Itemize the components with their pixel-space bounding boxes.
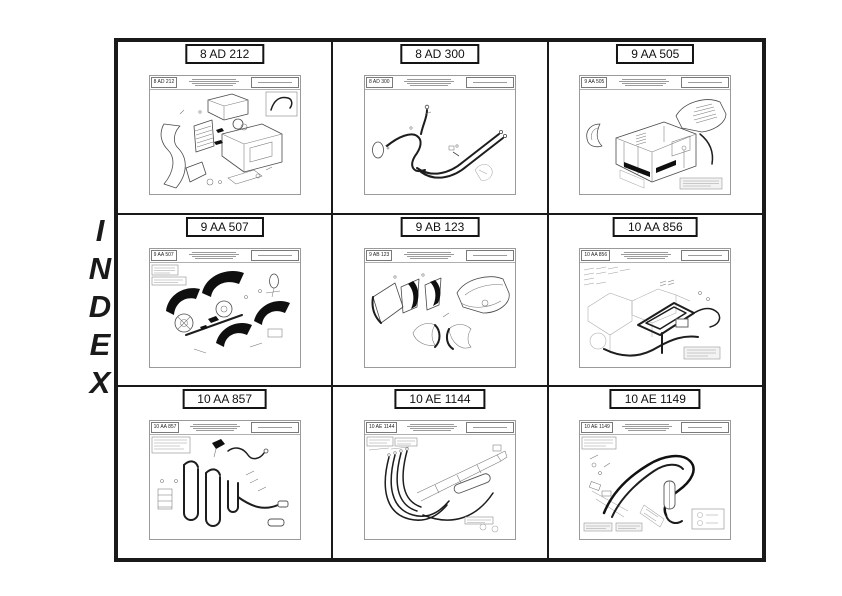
thumbnail-code-box: 9 AA 507 [150,249,177,261]
thumbnail-ref-box [681,422,730,434]
heater-assembly-diagram [160,91,297,189]
hose-routing-diagram [372,104,507,181]
diagram-thumbnail[interactable]: 9 AA 505 [579,75,732,195]
cell-label: 10 AE 1144 [394,389,486,410]
index-cell-8-ad-212[interactable]: 8 AD 212 8 AD 212 [117,41,333,214]
thumbnail-description-lines [611,249,680,262]
index-cell-9-aa-507[interactable]: 9 AA 507 9 AA 507 [117,213,333,387]
cell-label: 10 AA 857 [182,389,268,410]
thumbnail-code-box: 10 AE 1149 [581,422,613,434]
index-cell-10-aa-856[interactable]: 10 AA 856 10 AA 856 [547,213,763,387]
diagram-thumbnail[interactable]: 9 AB 123 [363,247,516,368]
index-cell-10-ae-1144[interactable]: 10 AE 1144 10 AE 1144 [332,386,548,559]
cell-label: 8 AD 212 [184,44,265,64]
thumbnail-header: 10 AA 857 [149,421,300,436]
thumbnail-header: 9 AB 123 [364,249,515,263]
diagram-thumbnail[interactable]: 10 AA 856 [579,247,732,368]
cab-hood-diagram [586,99,727,190]
hydraulic-lines-diagram [584,266,721,359]
thumbnail-code-box: 8 AD 300 [365,77,393,88]
index-cell-9-aa-505[interactable]: 9 AA 505 9 AA 505 [547,41,763,214]
thumbnail-code-box: 10 AE 1144 [365,422,398,434]
index-cell-10-aa-857[interactable]: 10 AA 857 10 AA 857 [117,386,333,559]
thumbnail-header: 10 AE 1144 [364,421,515,436]
thumbnail-description-lines [180,421,249,434]
thumbnail-description-lines [178,249,250,262]
thumbnail-ref-box [465,422,514,434]
index-letter: D [88,289,112,324]
thumbnail-code-box: 10 AA 856 [581,249,611,261]
cell-label: 9 AA 505 [616,44,695,64]
index-grid: 8 AD 212 8 AD 212 [114,38,766,562]
thumbnail-description-lines [394,76,465,89]
index-letter: N [88,251,112,286]
index-letter: I [95,213,105,248]
index-title: I N D E X [82,212,118,402]
thumbnail-code-box: 9 AA 505 [581,77,608,88]
thumbnail-ref-box [465,77,514,88]
diagram-thumbnail[interactable]: 10 AE 1144 [363,420,516,541]
cell-label: 9 AA 507 [185,216,264,237]
thumbnail-ref-box [681,77,730,88]
thumbnail-ref-box [250,77,299,88]
backhoe-hydraulics-diagram [582,437,725,532]
hydraulic-hoses-diagram [151,437,289,528]
index-cell-8-ad-300[interactable]: 8 AD 300 8 AD 300 [332,41,548,214]
thumbnail-code-box: 8 AD 212 [150,77,178,88]
cell-label: 10 AE 1149 [609,389,701,410]
thumbnail-ref-box [250,249,299,261]
index-cell-9-ab-123[interactable]: 9 AB 123 9 AB 123 [332,213,548,387]
thumbnail-description-lines [178,76,249,89]
diagram-thumbnail[interactable]: 8 AD 300 [363,75,516,195]
index-letter: X [89,365,111,400]
diagram-thumbnail[interactable]: 8 AD 212 [148,75,301,195]
diagram-thumbnail[interactable]: 9 AA 507 [148,247,301,368]
diagram-thumbnail[interactable]: 10 AA 857 [148,420,301,541]
thumbnail-ref-box [250,422,299,434]
thumbnail-code-box: 10 AA 857 [150,422,180,434]
thumbnail-ref-box [465,249,514,261]
thumbnail-header: 10 AE 1149 [580,421,731,436]
body-panels-diagram [371,273,510,350]
index-cell-10-ae-1149[interactable]: 10 AE 1149 10 AE 1149 [547,386,763,559]
loader-hydraulics-diagram [366,437,508,533]
thumbnail-description-lines [614,421,681,434]
thumbnail-header: 8 AD 300 [364,76,515,90]
cell-label: 8 AD 300 [400,44,480,64]
thumbnail-ref-box [681,249,730,261]
thumbnail-description-lines [393,249,465,262]
thumbnail-header: 9 AA 505 [580,76,731,90]
thumbnail-header: 9 AA 507 [149,249,300,263]
index-letter: E [89,327,111,362]
thumbnail-description-lines [398,421,465,434]
thumbnail-header: 8 AD 212 [149,76,300,90]
fenders-diagram [151,264,290,353]
thumbnail-description-lines [608,76,680,89]
cell-label: 10 AA 856 [612,216,698,237]
diagram-thumbnail[interactable]: 10 AE 1149 [579,420,732,541]
thumbnail-code-box: 9 AB 123 [365,249,393,261]
cell-label: 9 AB 123 [400,216,480,237]
thumbnail-header: 10 AA 856 [580,249,731,263]
